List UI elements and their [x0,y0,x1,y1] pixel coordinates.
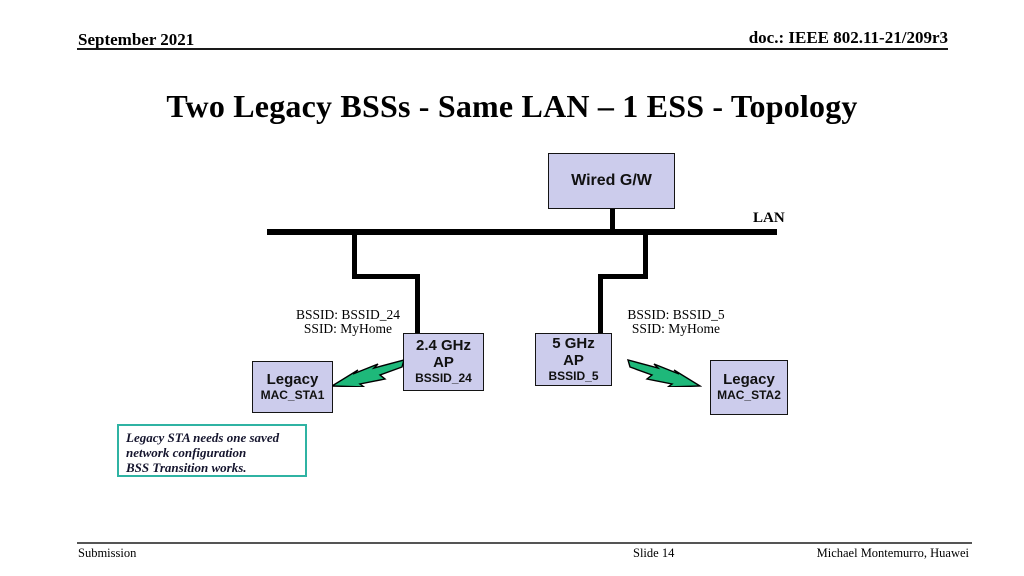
wireless-link-bolt-icon [626,359,702,387]
header-doc-id: doc.: IEEE 802.11-21/209r3 [748,28,948,47]
slide-title: Two Legacy BSSs - Same LAN – 1 ESS - Top… [166,88,858,124]
wired-gateway-label: Wired G/W [571,172,652,190]
gateway-connector [610,208,615,232]
legacy-sta1-mac: MAC_STA1 [260,387,325,402]
ap-5ghz-role: AP [563,351,584,369]
footer-rule [77,542,972,544]
bssid24-annotation-line2: SSID: MyHome [303,321,393,336]
legacy-sta-note-line1: Legacy STA needs one saved [126,430,280,445]
left-branch-vertical-2 [415,274,420,334]
lan-label: LAN [753,210,785,226]
ap-5ghz-band: 5 GHz [552,334,595,352]
footer-slide-number: Slide 14 [633,546,675,560]
right-branch-vertical-2 [598,274,603,334]
header-rule [77,48,948,50]
legacy-sta-note-line3: BSS Transition works. [126,460,247,475]
legacy-sta1-label: Legacy [266,370,319,388]
ap-5ghz-bssid: BSSID_5 [548,368,599,383]
legacy-sta2-node: Legacy MAC_STA2 [710,360,788,415]
footer-submission: Submission [78,546,137,560]
ap-24ghz-role: AP [433,354,454,372]
legacy-sta1-node: Legacy MAC_STA1 [252,361,333,413]
legacy-sta-note: Legacy STA needs one saved network confi… [117,424,307,477]
header-date: September 2021 [78,30,195,49]
bssid24-annotation-line1: BSSID: BSSID_24 [296,307,400,322]
legacy-sta-note-line2: network configuration [126,445,247,460]
wired-gateway-node: Wired G/W [548,153,675,209]
bssid5-annotation-line1: BSSID: BSSID_5 [627,307,725,322]
bssid24-annotation: BSSID: BSSID_24 SSID: MyHome [288,308,408,336]
ap-5ghz-node: 5 GHz AP BSSID_5 [535,333,612,386]
right-branch-horizontal [598,274,648,279]
footer-author: Michael Montemurro, Huawei [816,546,969,560]
ap-24ghz-band: 2.4 GHz [415,337,472,355]
left-branch-vertical-1 [352,234,357,278]
bssid5-annotation: BSSID: BSSID_5 SSID: MyHome [618,308,734,336]
lan-bus-line [267,229,777,235]
legacy-sta2-label: Legacy [723,371,775,389]
bssid5-annotation-line2: SSID: MyHome [631,321,721,336]
ap-24ghz-bssid: BSSID_24 [415,371,472,386]
right-branch-vertical-1 [643,234,648,278]
legacy-sta2-mac: MAC_STA2 [717,388,781,403]
wireless-link-bolt-icon [332,359,404,387]
ap-24ghz-node: 2.4 GHz AP BSSID_24 [403,333,484,391]
left-branch-horizontal [352,274,420,279]
